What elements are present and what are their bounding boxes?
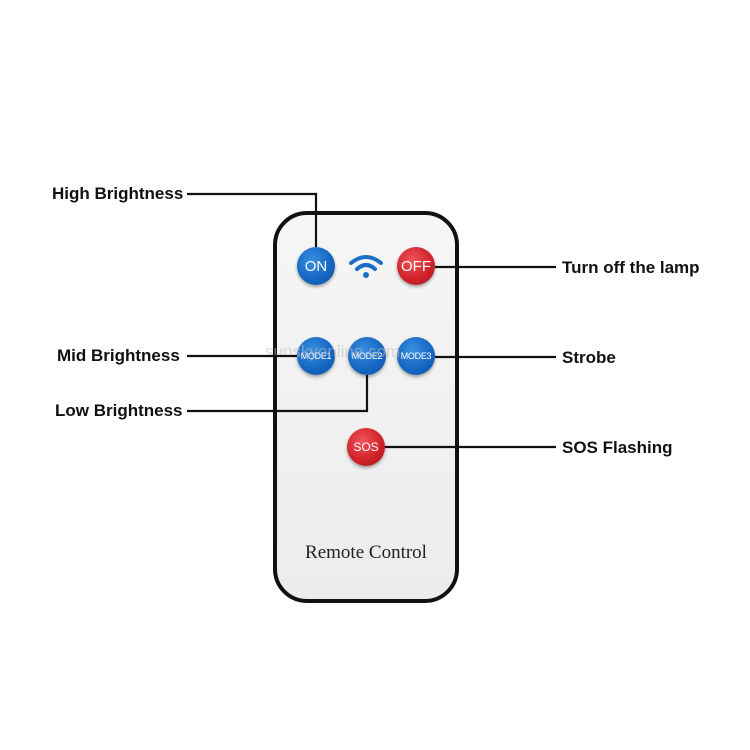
mode2-button[interactable]: MODE2 <box>348 337 386 375</box>
callout-strobe: Strobe <box>562 348 616 367</box>
callout-sos-flashing: SOS Flashing <box>562 438 673 457</box>
on-button[interactable]: ON <box>297 247 335 285</box>
sos-button-label: SOS <box>353 440 379 454</box>
on-button-label: ON <box>304 257 328 275</box>
mode2-button-label: MODE2 <box>351 351 383 361</box>
remote-control-label: Remote Control <box>305 542 427 563</box>
mode3-button-label: MODE3 <box>400 351 432 361</box>
wifi-signal-icon <box>349 255 383 278</box>
mode1-button-label: MODE1 <box>300 351 332 361</box>
off-button-label: OFF <box>401 257 431 275</box>
callout-mid-brightness: Mid Brightness <box>57 346 180 365</box>
callout-low-brightness: Low Brightness <box>55 401 183 420</box>
callout-turn-off-lamp: Turn off the lamp <box>562 258 700 277</box>
sos-button[interactable]: SOS <box>347 428 385 466</box>
mode1-button[interactable]: MODE1 <box>297 337 335 375</box>
callout-high-brightness: High Brightness <box>52 184 184 203</box>
mode3-button[interactable]: MODE3 <box>397 337 435 375</box>
off-button[interactable]: OFF <box>397 247 435 285</box>
